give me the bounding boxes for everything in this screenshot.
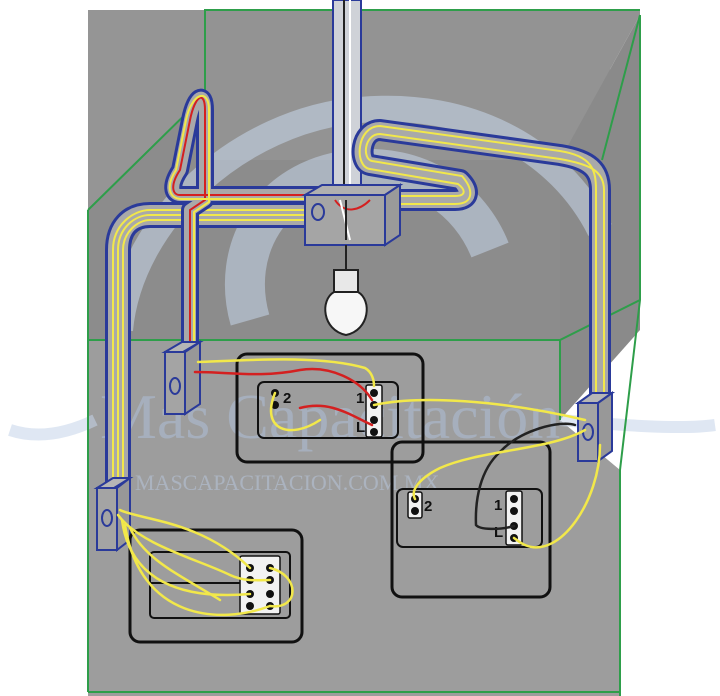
wall-box-right <box>574 391 616 463</box>
wire-yellow-outlet-loop <box>268 566 294 608</box>
edge-top-right <box>601 14 641 161</box>
floor <box>88 340 620 696</box>
wire-right-2 <box>364 132 605 400</box>
wire-yellow-outlet-5 <box>128 526 222 602</box>
wire-yellow-left-to-right <box>372 398 587 422</box>
wire-yellow-outlet-1 <box>118 508 252 570</box>
switch-left-screw-Lb <box>370 428 378 436</box>
wire-yellow-right-switch-2 <box>412 428 587 501</box>
switch-left-label-L: L <box>356 419 365 436</box>
switch-left-body <box>257 381 399 439</box>
switch-right-plate <box>390 440 552 599</box>
switch-right-screw-2b <box>411 507 419 515</box>
wall-box-lower-knockout <box>101 509 113 527</box>
field-wires <box>116 358 602 617</box>
ceiling-conduit <box>332 0 362 201</box>
wire-yellow-right-switch-L <box>512 443 602 549</box>
lamp-glass <box>324 291 368 337</box>
conduit-left <box>105 202 325 490</box>
wall-box-left-front <box>164 351 186 415</box>
edge-ceiling-back <box>87 9 640 211</box>
wire-red-left-switch-L <box>298 404 374 427</box>
wall-box-left-side <box>184 340 201 416</box>
switch-left-label-2: 2 <box>283 390 291 407</box>
wall-box-right-side <box>597 391 613 463</box>
wire-upper-left-red <box>172 96 325 345</box>
conduit-upper-left <box>164 88 325 345</box>
wire-right-1 <box>358 124 597 400</box>
switch-right-body <box>396 488 543 548</box>
wire-black-right-switch <box>474 422 577 531</box>
outlet-screw-6 <box>266 590 274 598</box>
switch-right-label-1: 1 <box>494 497 502 514</box>
edge-right-wall <box>619 15 641 471</box>
switch-left-screw-La <box>370 416 378 424</box>
switch-left: 2 1 L <box>235 352 425 464</box>
wire-yellow-left-switch-loop <box>269 391 322 432</box>
junction-wire-red <box>334 199 371 211</box>
switch-left-plate <box>235 352 425 464</box>
switch-right-terminal-block <box>505 490 523 546</box>
conduit-right <box>351 119 611 400</box>
outlet-plate <box>128 528 304 644</box>
junction-side <box>384 183 401 247</box>
wall-box-left <box>161 340 204 416</box>
wire-left-2 <box>117 214 325 490</box>
outlet-panel <box>128 528 304 644</box>
switch-right-label-2: 2 <box>424 498 432 515</box>
switch-right-screw-1b <box>510 507 518 515</box>
wire-yellow-outlet-4 <box>123 523 272 617</box>
wire-yellow-to-left-switch-2 <box>196 358 376 388</box>
light-bulb <box>324 245 368 337</box>
wall-box-lower <box>93 475 134 553</box>
wire-red-to-left-switch <box>193 367 374 402</box>
switch-left-screw-1a <box>370 389 378 397</box>
junction-knockout <box>311 203 325 221</box>
wire-yellow-outlet-2 <box>116 513 272 582</box>
switch-left-label-1: 1 <box>356 390 364 407</box>
switch-right: 2 1 L <box>390 440 552 599</box>
wire-left-1 <box>112 209 325 490</box>
ceiling-pipe <box>332 0 362 201</box>
lamp-socket <box>333 269 359 293</box>
ceiling-left <box>88 10 205 210</box>
switch-right-label-L: L <box>494 524 503 541</box>
watermark-site: MASCAPACITACION.COM.MX <box>135 470 439 495</box>
wall-box-left-knockout <box>169 377 181 395</box>
wire-upper-left-yellow <box>168 94 325 345</box>
outlet-screw-7 <box>246 602 254 610</box>
wire-left-3 <box>122 219 325 490</box>
switch-right-screw-1a <box>510 495 518 503</box>
wall-box-lower-front <box>96 487 118 551</box>
ceiling-junction-box <box>301 183 404 247</box>
